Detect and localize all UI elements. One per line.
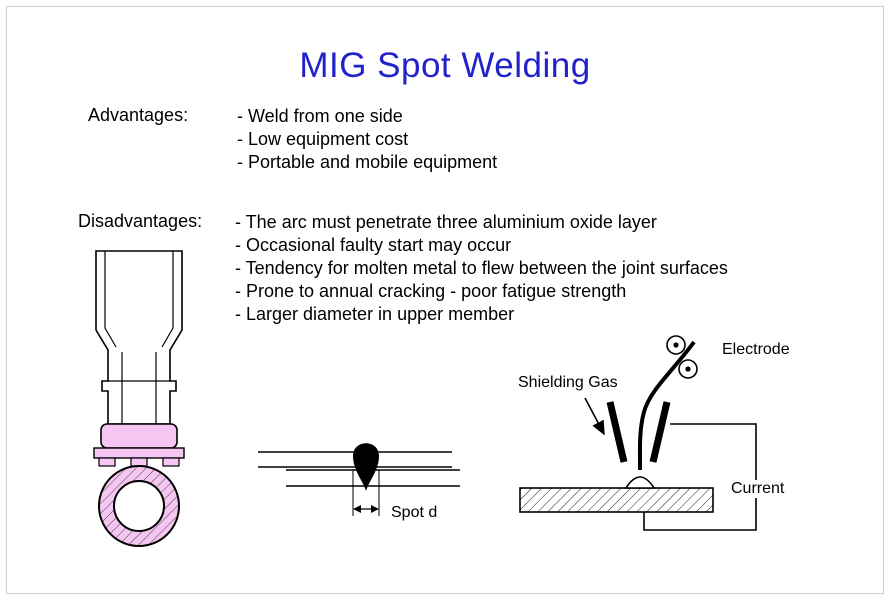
shielding-gas-label: Shielding Gas (518, 374, 618, 391)
collar-tab (130, 457, 148, 467)
gas-diffuser-band (100, 423, 178, 449)
disadvantages-list: - The arc must penetrate three aluminium… (235, 211, 728, 326)
disadvantage-item: - Occasional faulty start may occur (235, 235, 512, 255)
spot-diameter-label: Spot d (391, 504, 438, 521)
nozzle-ring-inner (113, 480, 165, 532)
dimension-arrowhead-right (371, 505, 379, 513)
spot-weld-diagram (258, 443, 460, 516)
mig-process-diagram (519, 335, 757, 531)
weld-pool-dome (624, 476, 656, 489)
wire-feed-roller-axle (673, 342, 679, 348)
torch-nozzle-left (606, 401, 628, 463)
disadvantage-item: - Tendency for molten metal to flew betw… (235, 258, 728, 278)
workpiece-plate (519, 487, 714, 513)
nozzle-inner-wall-right (161, 251, 174, 348)
current-label: Current (728, 480, 788, 498)
electrode-wire (637, 340, 696, 471)
torch-cross-section-diagram (93, 250, 185, 547)
disadvantage-item: - The arc must penetrate three aluminium… (235, 212, 657, 232)
current-circuit-loop (643, 423, 757, 531)
advantages-label: Advantages: (88, 105, 189, 125)
shielding-gas-arrow (584, 397, 605, 436)
collar-tab (98, 457, 116, 467)
advantages-list: - Weld from one side - Low equipment cos… (237, 105, 497, 174)
disadvantage-item: - Larger diameter in upper member (235, 304, 515, 324)
electrode-label: Electrode (722, 341, 790, 358)
weld-nugget (353, 443, 379, 491)
dimension-arrowhead-left (353, 505, 361, 513)
page-title: MIG Spot Welding (299, 46, 591, 85)
advantage-item: - Weld from one side (237, 106, 403, 126)
disadvantages-label: Disadvantages: (78, 211, 203, 231)
advantage-item: - Low equipment cost (237, 129, 409, 149)
nozzle-inner-wall-left (104, 251, 117, 348)
torch-nozzle-right (649, 401, 671, 463)
disadvantage-item: - Prone to annual cracking - poor fatigu… (235, 281, 627, 301)
wire-feed-roller-axle (685, 366, 691, 372)
collar-tab (162, 457, 180, 467)
nozzle-outline (95, 250, 183, 425)
advantage-item: - Portable and mobile equipment (237, 152, 498, 172)
castellated-collar (93, 447, 185, 459)
